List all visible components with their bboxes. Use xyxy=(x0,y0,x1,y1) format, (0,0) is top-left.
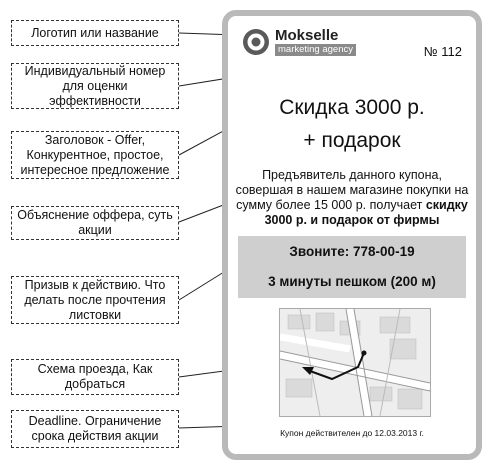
logo-subtitle: marketing agency xyxy=(275,44,356,56)
logo: Mokselle marketing agency xyxy=(242,28,356,56)
offer-description-bold: скидку 3000 р. и подарок от фирмы xyxy=(264,198,468,227)
coupon-card: Mokselle marketing agency № 112 Скидка 3… xyxy=(222,10,482,460)
cta-phone: Звоните: 778-00-19 xyxy=(289,244,415,259)
target-logo-icon xyxy=(243,29,269,55)
offer-description: Предъявитель данного купона, совершая в … xyxy=(234,168,470,228)
callout-headline: Заголовок - Offer, Конкурентное, простое… xyxy=(11,131,179,179)
logo-name: Mokselle xyxy=(275,27,339,44)
map-image xyxy=(280,309,430,416)
coupon-number: № 112 xyxy=(423,44,462,59)
deadline-text: Купон действителен до 12.03.2013 г. xyxy=(280,428,424,438)
callout-deadline: Deadline. Ограничение срока действия акц… xyxy=(11,410,179,448)
callout-cta: Призыв к действию. Что делать после проч… xyxy=(11,276,179,324)
callout-description: Объяснение оффера, суть акции xyxy=(11,206,179,240)
headline-gift: + подарок xyxy=(303,129,401,152)
call-to-action-box: Звоните: 778-00-19 3 минуты пешком (200 … xyxy=(238,236,466,298)
headline-discount: Скидка 3000 р. xyxy=(279,96,425,119)
cta-walking-distance: 3 минуты пешком (200 м) xyxy=(268,274,436,289)
callout-map: Схема проезда, Как добраться xyxy=(11,359,179,395)
callout-logo: Логотип или название xyxy=(11,20,179,46)
offer-description-text: Предъявитель данного купона, совершая в … xyxy=(235,168,469,212)
callout-number: Индивидуальный номер для оценки эффектив… xyxy=(11,63,179,109)
route-map xyxy=(279,308,431,417)
